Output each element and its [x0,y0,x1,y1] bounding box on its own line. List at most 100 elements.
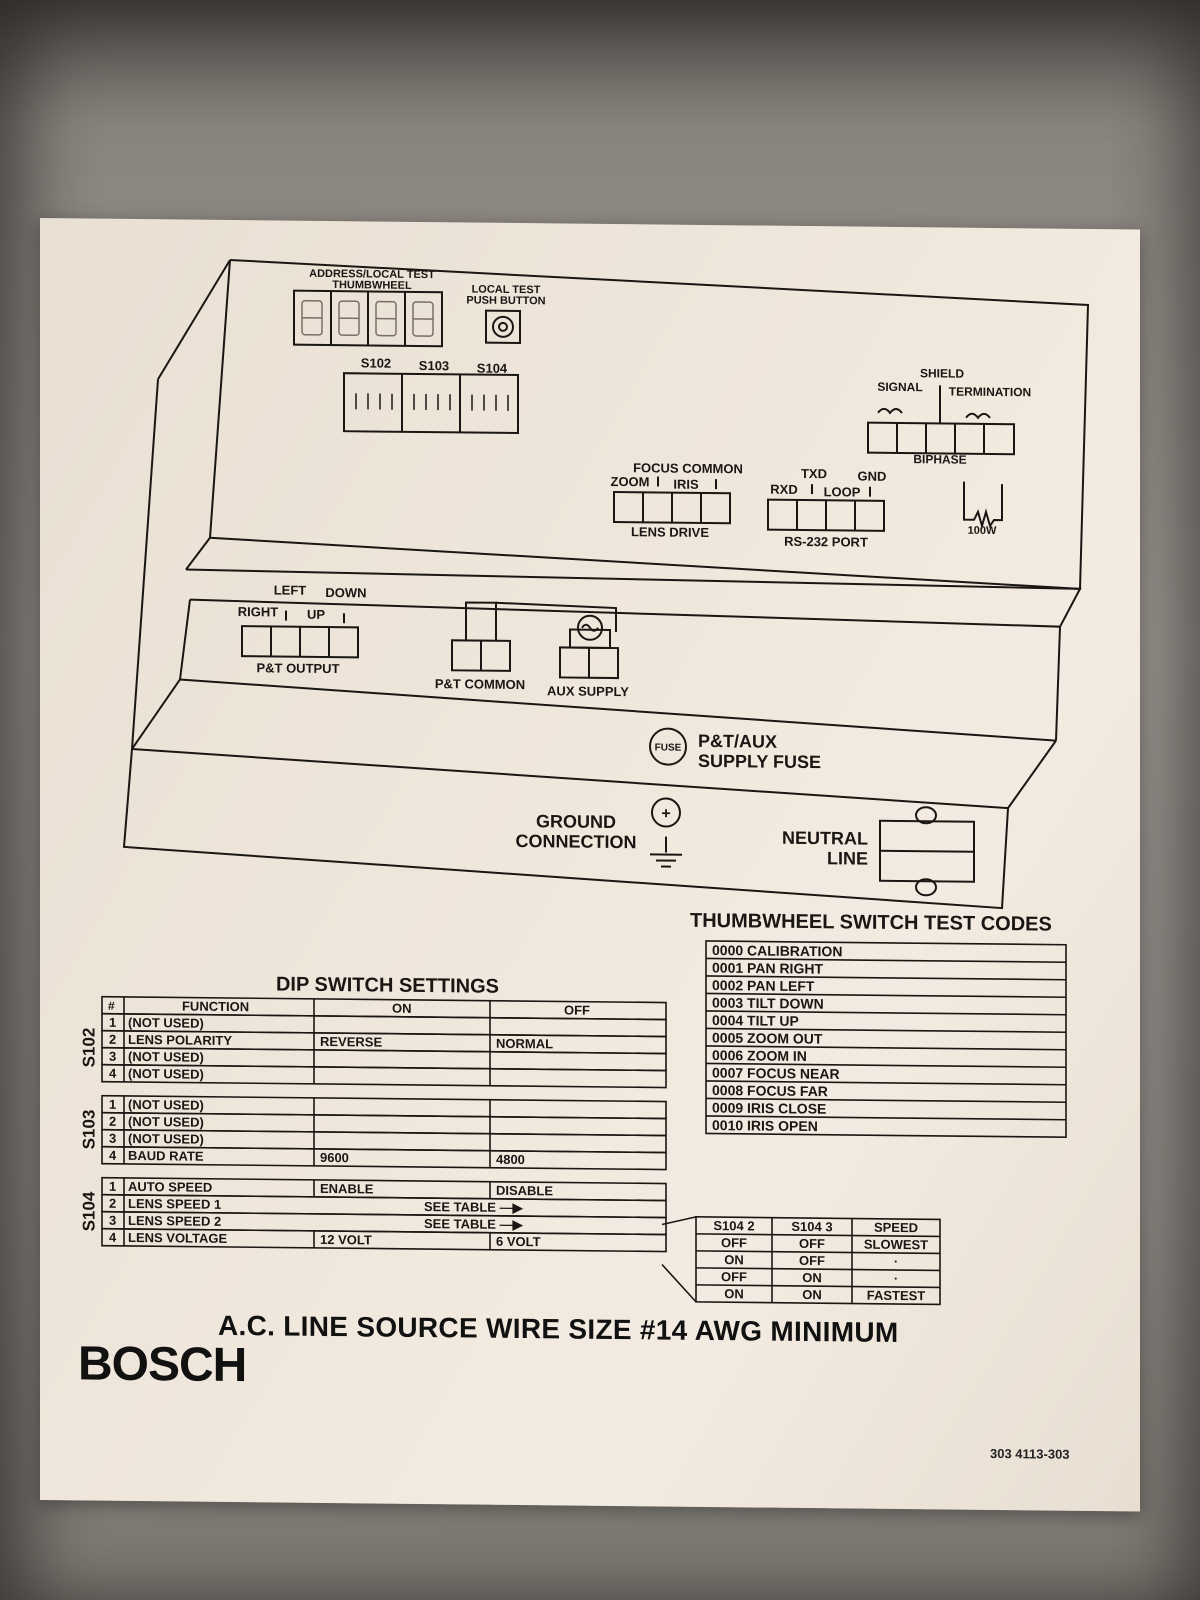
dip-row-num: 4 [109,1230,117,1245]
code-row: 0000 CALIBRATION [712,942,842,959]
dip-group-label: S103 [79,1110,98,1150]
enclosure-outline [122,258,1090,910]
speed-table-cell: OFF [799,1236,825,1251]
fuse-label: P&T/AUX SUPPLY FUSE [698,731,821,772]
dip-row-function: (NOT USED) [128,1015,204,1031]
neutral-line-terminal[interactable] [879,806,975,897]
termination-resistor-icon [963,481,1003,530]
thumbwheel-codes-title: THUMBWHEEL SWITCH TEST CODES [690,910,1052,936]
pt-output-labels: LEFT DOWN RIGHT UP P&T OUTPUT [238,582,367,676]
speed-table-cell: OFF [799,1253,825,1268]
biphase-terminal-block[interactable] [867,385,1015,456]
speed-table-cell: · [894,1254,898,1269]
code-row: 0001 PAN RIGHT [712,960,823,977]
speed-table-frame [695,1216,941,1306]
svg-text:FUSE: FUSE [655,742,682,753]
pt-common-label: P&T COMMON [435,676,525,692]
svg-text:THUMBWHEEL: THUMBWHEEL [332,279,412,292]
dip-row-function: AUTO SPEED [128,1179,212,1195]
codes-row-divider [706,1080,1066,1086]
dip-row-off: DISABLE [496,1183,553,1199]
svg-text:ZOOM: ZOOM [611,474,650,489]
thumbwheel-switch[interactable] [293,289,443,348]
codes-row-divider [706,1097,1066,1104]
dip-row-on: REVERSE [320,1034,382,1050]
svg-text:P&T OUTPUT: P&T OUTPUT [256,660,339,676]
code-row: 0002 PAN LEFT [712,977,815,994]
codes-table-frame [705,940,1067,1139]
svg-text:GROUND: GROUND [536,811,616,832]
dip-switch-levers [355,393,509,411]
dip-row-on: ENABLE [320,1181,374,1197]
dip-switch-block[interactable] [343,372,519,435]
dip-row-num: 2 [109,1114,116,1129]
svg-text:TERMINATION: TERMINATION [949,385,1031,400]
dip-row-num: 3 [109,1213,116,1228]
dip-header-on: ON [392,1001,411,1016]
dip-row-num: 4 [109,1066,117,1081]
svg-text:LEFT: LEFT [274,582,307,597]
svg-text:TXD: TXD [801,466,827,481]
speed-table-header: S104 3 [791,1219,832,1234]
speed-table-header: SPEED [874,1220,918,1235]
codes-row-divider [706,957,1066,964]
wiring-diagram: ADDRESS/LOCAL TEST THUMBWHEEL LOCAL TEST… [79,258,1090,1306]
svg-text:RXD: RXD [770,482,797,497]
svg-text:GND: GND [858,469,887,484]
dip-row-function: LENS POLARITY [128,1032,232,1048]
codes-row-divider [706,992,1066,999]
svg-text:PUSH BUTTON: PUSH BUTTON [466,294,545,307]
dip-row-function: (NOT USED) [128,1114,204,1130]
dip-row-num: 3 [109,1131,116,1146]
dip-header-off: OFF [564,1002,590,1017]
ground-label: GROUND CONNECTION [516,811,637,852]
bosch-logo: BOSCH [78,1337,247,1393]
dip-row-function: BAUD RATE [128,1148,204,1164]
rs232-terminal-block[interactable] [767,484,885,532]
dip-row-function: LENS SPEED 1 [128,1196,221,1212]
svg-text:SUPPLY FUSE: SUPPLY FUSE [698,751,821,772]
dip-row-function: (NOT USED) [128,1049,204,1065]
aux-supply-terminal-block[interactable] [559,614,619,680]
dip-row-num: 2 [109,1196,116,1211]
svg-text:P&T/AUX: P&T/AUX [698,731,777,752]
dip-group-label: S104 [79,1191,98,1231]
code-row: 0005 ZOOM OUT [712,1030,823,1047]
pt-common-terminal-block[interactable] [451,601,617,672]
rs232-labels: TXD GND RXD LOOP RS-232 PORT [770,466,886,550]
codes-row-divider [706,1045,1066,1051]
speed-table-cell: OFF [721,1235,747,1250]
dip-row-on: 12 VOLT [320,1232,372,1248]
fuse-icon[interactable]: FUSE [649,727,687,766]
svg-text:UP: UP [307,607,325,622]
speed-table-cell: ON [724,1252,743,1267]
svg-text:S103: S103 [419,358,449,373]
code-row: 0003 TILT DOWN [712,995,824,1012]
codes-row-divider [706,1027,1066,1034]
pt-output-terminal-block[interactable] [241,610,359,659]
codes-row-divider [706,975,1066,981]
dip-row-function: (NOT USED) [128,1097,204,1113]
svg-text:LENS DRIVE: LENS DRIVE [631,524,709,540]
dip-settings-title: DIP SWITCH SETTINGS [276,973,499,997]
dip-row-function: (NOT USED) [128,1066,204,1082]
local-test-push-button[interactable] [485,309,521,345]
svg-text:S104: S104 [477,361,508,376]
push-button-label: LOCAL TEST PUSH BUTTON [466,284,545,308]
dip-row-see-table: SEE TABLE —▶ [424,1199,524,1215]
lens-drive-labels: FOCUS COMMON ZOOM IRIS LENS DRIVE [611,460,743,540]
code-row: 0006 ZOOM IN [712,1047,807,1064]
aux-supply-label: AUX SUPPLY [547,683,629,699]
svg-text:+: + [661,806,670,823]
dip-row-see-table: SEE TABLE —▶ [424,1216,524,1232]
svg-text:IRIS: IRIS [673,477,699,492]
speed-table-cell: ON [802,1270,821,1285]
ground-connection-icon[interactable]: + [650,797,682,868]
dip-header-num: # [108,999,115,1013]
dip-row-function: LENS VOLTAGE [128,1230,228,1246]
lens-drive-terminal-block[interactable] [613,476,731,525]
svg-text:FOCUS COMMON: FOCUS COMMON [633,460,743,476]
svg-text:NEUTRAL: NEUTRAL [782,828,868,849]
code-row: 0008 FOCUS FAR [712,1082,828,1099]
svg-text:LINE: LINE [827,848,868,868]
